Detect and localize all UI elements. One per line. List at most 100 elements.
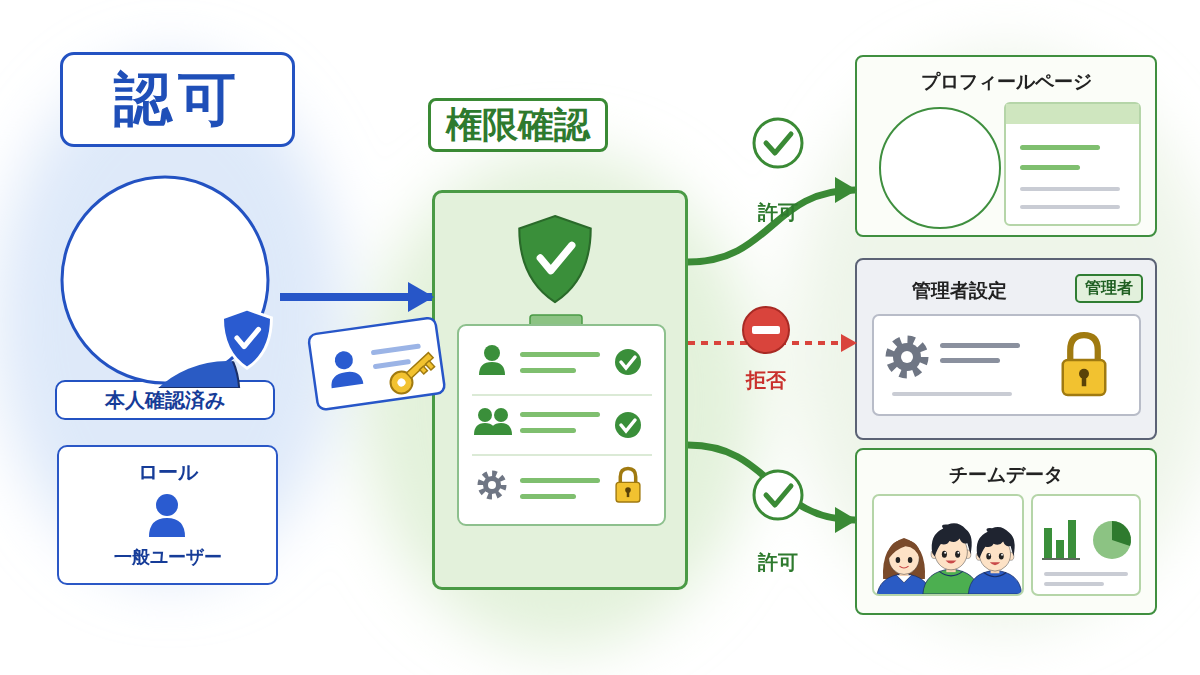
allow-check-icon: [754, 119, 802, 167]
permission-shield: [519, 216, 590, 302]
group-icon: [490, 423, 512, 435]
lock-icon: [1070, 335, 1098, 363]
team-illustration: [873, 495, 1140, 598]
id-card-icon: [371, 343, 421, 355]
gear-icon: [890, 340, 924, 374]
profile-illustration: [1020, 145, 1100, 150]
placeholder-line: [520, 428, 576, 433]
connectors: [280, 190, 855, 520]
allow-check-icon: [766, 134, 791, 153]
box-heading: チームデータ: [857, 462, 1155, 488]
id-card-icon: [334, 350, 354, 370]
person-icon: [479, 362, 505, 375]
pie-chart-icon: [1093, 521, 1131, 559]
admin-illustration: [873, 315, 1140, 415]
profile-illustration: [895, 124, 984, 236]
check-icon: [615, 349, 641, 438]
placeholder-line: [892, 392, 1012, 396]
resource-box: チームデータ: [855, 448, 1157, 615]
gear-icon: [483, 476, 501, 494]
permission-list: [458, 325, 665, 525]
lock-icon: [1082, 375, 1087, 386]
team-illustration: [1032, 495, 1140, 595]
role-person-icon: [149, 518, 185, 537]
lock-icon: [616, 468, 640, 502]
id-card-icon: [308, 317, 445, 410]
deny-arrow: [688, 341, 855, 345]
permission-list: [530, 315, 582, 329]
key-icon: [406, 353, 433, 379]
team-illustration: [1044, 582, 1104, 586]
team-people: [877, 523, 1022, 594]
profile-illustration: [1020, 165, 1080, 170]
placeholder-line: [520, 412, 600, 417]
watercolor-wash: [790, 50, 1200, 630]
placeholder-line: [520, 352, 600, 357]
profile-illustration: [1020, 205, 1120, 209]
check-icon: [615, 412, 641, 438]
box-heading: プロフィールページ: [857, 69, 1155, 95]
team-people: [877, 538, 932, 594]
lock-icon: [1063, 360, 1106, 395]
bar-chart-icon: [1056, 540, 1064, 558]
allow-check-icon: [754, 471, 802, 519]
watercolor-wash: [0, 50, 1200, 650]
key-icon: [420, 366, 428, 374]
profile-illustration: [1006, 104, 1139, 124]
allow-arrow: [688, 445, 855, 520]
role-person-icon: [156, 494, 178, 516]
team-illustration: [873, 495, 1023, 595]
allow-arrow: [688, 190, 855, 262]
team-people: [923, 523, 979, 594]
person-icon: [479, 345, 505, 375]
user-node: 本人確認済み: [50, 175, 280, 420]
gear-icon: [481, 474, 503, 496]
id-card-icon: [308, 317, 445, 410]
gear-icon: [890, 340, 924, 374]
role-name: 一般ユーザー: [59, 545, 276, 569]
flow-arrow: [280, 293, 432, 301]
box-heading: 権限確認: [428, 98, 608, 152]
pie-chart-icon: [1093, 521, 1131, 559]
verified-shield: [237, 329, 259, 346]
lock-icon: [620, 468, 635, 483]
permission-shield: [519, 216, 590, 302]
deny-icon: [752, 326, 780, 334]
resource-box: プロフィールページ: [855, 55, 1157, 237]
key-icon: [396, 377, 407, 388]
bar-chart-icon: [1068, 520, 1076, 558]
admin-illustration: [873, 315, 1140, 415]
role-box: ロール一般ユーザー: [57, 445, 278, 585]
lock-icon: [616, 482, 640, 502]
key-icon: [386, 367, 417, 398]
person-icon: [484, 345, 500, 361]
lock-icon: [1079, 369, 1089, 379]
team-people: [968, 527, 1021, 594]
permission-check-box: 権限確認: [432, 190, 688, 590]
placeholder-line: [520, 494, 576, 499]
gear-icon: [481, 474, 503, 496]
user-avatar: [91, 201, 239, 388]
key-icon: [426, 361, 435, 370]
permission-list: [458, 315, 665, 525]
profile-illustration: [1020, 187, 1120, 191]
pie-chart-icon: [1112, 521, 1131, 546]
placeholder-line: [520, 368, 576, 373]
role-badge: 管理者: [1075, 274, 1143, 303]
lock-icon: [627, 491, 630, 497]
status-pill: 本人確認済み: [55, 380, 275, 420]
profile-illustration: [880, 108, 1000, 228]
bar-chart-icon: [1042, 558, 1080, 560]
gear-icon: [893, 343, 921, 371]
group-icon: [478, 408, 492, 422]
id-card-icon: [330, 370, 364, 388]
placeholder-line: [940, 343, 1020, 348]
bar-chart-icon: [1044, 528, 1052, 558]
bar-chart-icon: [1042, 520, 1080, 560]
status-icons: [743, 119, 802, 519]
group-icon: [474, 423, 496, 435]
placeholder-line: [940, 358, 1000, 363]
permission-shield: [540, 245, 572, 270]
watercolor-wash: [360, 150, 760, 650]
placeholder-line: [520, 478, 600, 483]
